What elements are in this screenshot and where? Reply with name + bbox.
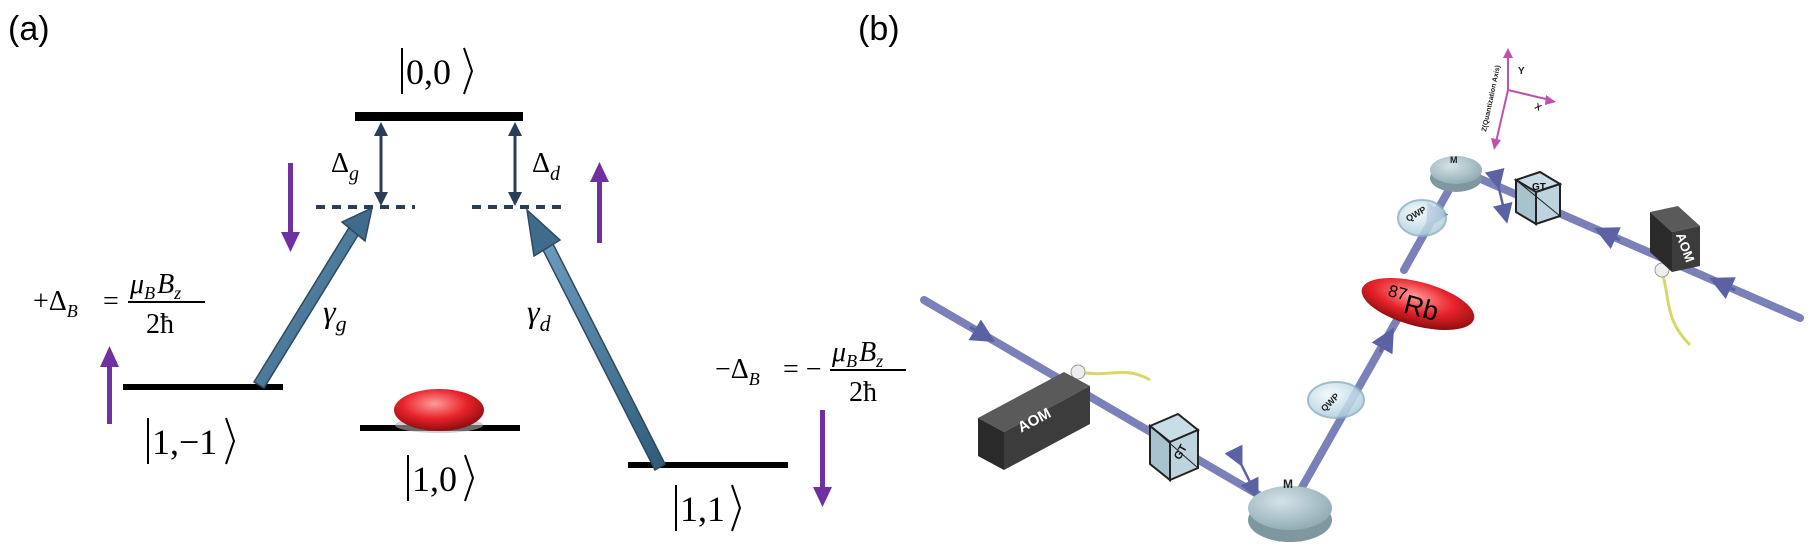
panel-b-label: (b) [858,10,900,48]
ket-1-1: 1,1 [675,484,742,532]
quantization-axes: Y X Z(Quantization Axis) [1481,48,1556,150]
panel-b: (b) AOM [858,10,1804,542]
delta-d-label: Δd [532,148,561,185]
delta-g-label: Δg [331,148,359,185]
purple-arrow-up-left [100,346,119,424]
gamma-d-label: γd [527,293,552,336]
gt-right-label: GT [1532,182,1546,193]
zeeman-left-numerator: μBBz [129,269,181,303]
purple-arrow-up-d [590,162,609,243]
gt-right: GT [1513,170,1563,226]
level-1-m1-bar [123,384,283,390]
mirror-upper: M [1430,155,1482,192]
ket-1-0-text: 1,0 [412,459,457,499]
mirror-lower: M [1248,477,1332,542]
purple-arrow-down-right [813,410,832,507]
purple-arrow-down-g [281,163,300,252]
ket-1-m1-text: 1,−1 [152,422,217,462]
fiber-coupler-right [1654,262,1670,278]
ket-0-0: 0,0 [401,47,474,95]
ket-0-0-text: 0,0 [406,52,451,92]
zeeman-left-lhs: +ΔB [33,286,78,321]
aom-left: AOM [978,372,1090,470]
panel-a-label: (a) [8,10,50,48]
panel-a: (a) Δg Δd [8,10,906,532]
aom-right: AOM [1650,206,1700,272]
polarization-arrows [1224,167,1513,499]
gamma-d-arrow [525,208,666,472]
fiber-coupler-left [1070,364,1086,380]
gamma-g-arrow [252,206,374,390]
qwp-upper: QWP [1397,199,1447,237]
mirror-lower-label: M [1283,477,1293,491]
fiber-left [1079,370,1151,382]
zeeman-right-lhs: −ΔB [715,354,760,389]
zeeman-left-eq: = [103,286,119,317]
qwp-lower: QWP [1307,381,1365,419]
ket-1-m1: 1,−1 [147,417,236,465]
detuning-d-arrow [508,122,522,206]
ket-1-0: 1,0 [407,454,475,502]
axis-x-label: X [1533,101,1543,113]
rb-atom-cloud: 87Rb [1361,277,1475,331]
zeeman-right-eq: = − [783,354,822,385]
axis-y-label: Y [1518,66,1525,77]
axis-z-label: Z(Quantization Axis) [1481,65,1502,133]
zeeman-right-numerator: μBBz [831,337,883,371]
level-1-1-bar [628,462,788,468]
gt-left: GT [1148,412,1200,483]
zeeman-right-denominator: 2ħ [849,377,877,408]
gamma-g-label: γg [323,293,347,336]
zeeman-shift-right: −ΔB = − μBBz 2ħ [715,337,906,408]
atom-cloud [394,389,484,431]
mirror-upper-label: M [1450,155,1458,165]
zeeman-left-denominator: 2ħ [146,309,174,340]
zeeman-shift-left: +ΔB = μBBz 2ħ [33,269,205,340]
level-0-0-bar [355,112,523,121]
detuning-g-arrow [374,122,388,206]
ket-1-1-text: 1,1 [680,489,725,529]
fiber-right [1661,275,1692,347]
